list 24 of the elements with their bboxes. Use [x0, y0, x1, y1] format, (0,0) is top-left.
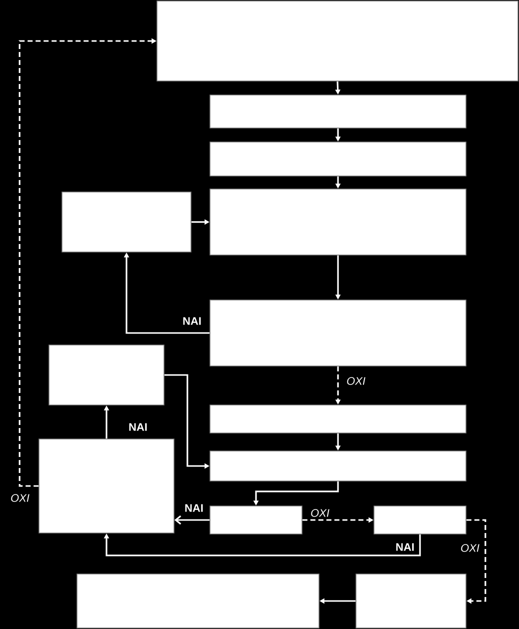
- box: [156, 0, 518, 82]
- box: [48, 344, 164, 406]
- box: [62, 192, 192, 252]
- box: [210, 94, 466, 128]
- edge-label: OXI: [346, 376, 366, 386]
- edge-label: OXI: [10, 493, 30, 503]
- box: [210, 142, 466, 176]
- arrow: [466, 519, 486, 604]
- box: [374, 506, 466, 534]
- arrow: [174, 515, 210, 525]
- edge-label: NAI: [182, 316, 202, 326]
- box: [210, 450, 466, 482]
- edge-label: NAI: [128, 422, 148, 432]
- box: [210, 404, 466, 434]
- box: [38, 438, 174, 534]
- box: [76, 574, 320, 628]
- edge-label: OXI: [460, 543, 480, 553]
- box: [210, 188, 466, 256]
- box: [356, 574, 466, 628]
- edge-label: NAI: [184, 503, 204, 513]
- box: [210, 300, 466, 366]
- box: [210, 506, 302, 534]
- edge-label: NAI: [394, 542, 416, 552]
- edge-label: OXI: [310, 508, 330, 518]
